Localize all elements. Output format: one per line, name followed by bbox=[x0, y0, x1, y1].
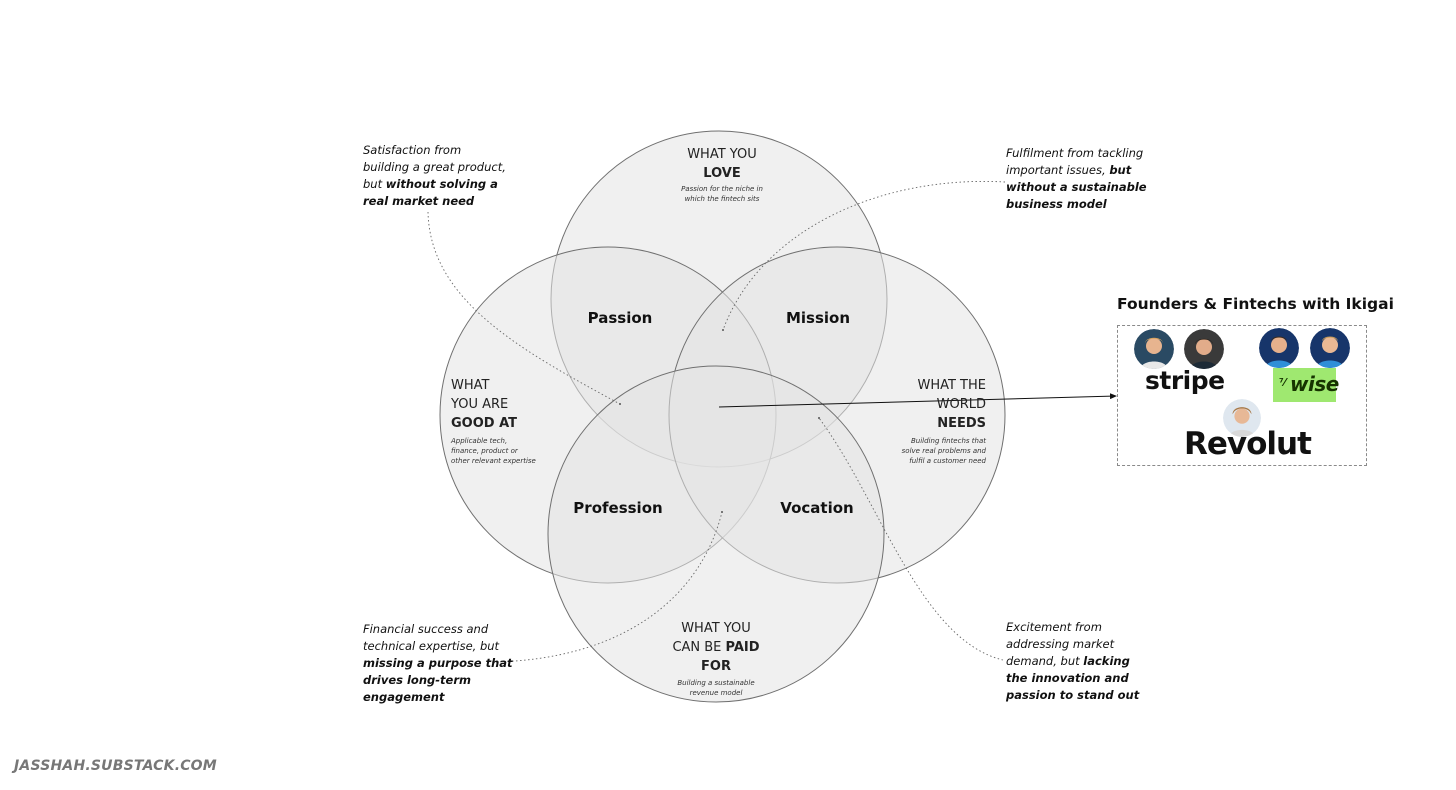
region-mission: Mission bbox=[785, 309, 851, 327]
avatar-founder bbox=[1134, 329, 1174, 369]
note-bottom-left: Financial success and technical expertis… bbox=[363, 622, 513, 704]
note-bottom-right: Excitement from addressing market demand… bbox=[1006, 620, 1140, 702]
love-line1: WHAT YOU bbox=[687, 147, 757, 162]
good-at-description: Applicable tech, finance, product or oth… bbox=[451, 437, 536, 465]
wise-logo-text: wise bbox=[1290, 372, 1339, 396]
wise-logo: ⁷⁄ wise bbox=[1273, 368, 1339, 402]
connector-dot bbox=[722, 329, 724, 331]
connector-dot bbox=[619, 403, 621, 405]
panel-title: Founders & Fintechs with Ikigai bbox=[1117, 295, 1394, 313]
site-footer: JASSHAH.SUBSTACK.COM bbox=[14, 758, 217, 774]
ikigai-arrow bbox=[718, 393, 1117, 408]
founders-panel: stripe ⁷⁄ wise Revolut bbox=[1117, 325, 1367, 466]
paid-for-description: Building a sustainable revenue model bbox=[677, 679, 755, 697]
stripe-logo: stripe bbox=[1145, 366, 1225, 395]
connector-dot bbox=[721, 511, 723, 513]
world-needs-description: Building fintechs that solve real proble… bbox=[901, 437, 986, 465]
avatar-founder bbox=[1184, 329, 1224, 369]
region-passion: Passion bbox=[587, 309, 653, 327]
love-description: Passion for the niche in which the finte… bbox=[681, 185, 763, 203]
note-top-right: Fulfilment from tackling important issue… bbox=[1006, 146, 1147, 211]
world-needs-heading: WHAT THE WORLD NEEDS bbox=[917, 378, 986, 431]
circle-what-you-can-be-paid-for bbox=[547, 365, 885, 703]
wise-flag-icon: ⁷⁄ bbox=[1279, 376, 1286, 389]
note-top-left: Satisfaction from building a great produ… bbox=[363, 143, 506, 208]
good-at-heading: WHAT YOU ARE GOOD AT bbox=[451, 378, 518, 431]
connector-dot bbox=[818, 417, 820, 419]
connector-top-left bbox=[427, 211, 621, 405]
region-profession: Profession bbox=[573, 499, 663, 517]
avatar-founder bbox=[1310, 328, 1350, 368]
love-heading: WHAT YOU LOVE bbox=[656, 145, 788, 183]
avatar-founder bbox=[1223, 399, 1261, 437]
love-line2: LOVE bbox=[703, 166, 741, 181]
connector-bottom-right bbox=[818, 417, 1004, 661]
revolut-logo: Revolut bbox=[1184, 426, 1312, 462]
avatar-founder bbox=[1259, 328, 1299, 368]
region-vocation: Vocation bbox=[780, 499, 854, 517]
paid-for-heading: WHAT YOU CAN BE PAID FOR bbox=[672, 621, 760, 674]
